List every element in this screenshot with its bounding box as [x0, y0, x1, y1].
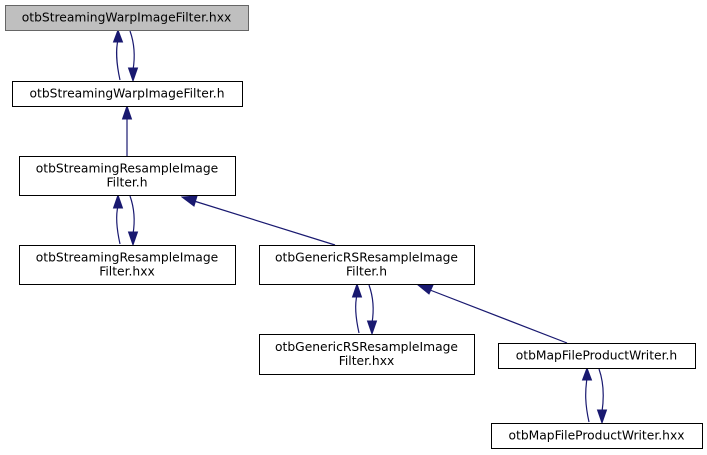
node-box[interactable] — [491, 423, 703, 449]
node-label: Filter.hxx — [99, 265, 155, 279]
node-label: otbStreamingWarpImageFilter.hxx — [22, 11, 232, 25]
arrowhead-icon — [180, 195, 198, 207]
edge-n1-to-n2 — [127, 30, 139, 83]
edge-line — [116, 39, 121, 81]
graph-node-otbstreamingwarpimagefilter-hxx[interactable]: otbStreamingWarpImageFilter.hxx — [5, 5, 249, 31]
edge-n3-to-n2 — [121, 104, 133, 156]
node-label: otbGenericRSResampleImage — [275, 340, 458, 354]
arrowhead-icon — [127, 231, 139, 247]
edge-n4-to-n3 — [112, 193, 124, 245]
arrowhead-icon — [351, 282, 363, 298]
node-label: otbStreamingResampleImage — [36, 251, 218, 265]
edge-n8-to-n7 — [581, 366, 593, 423]
node-box[interactable] — [259, 334, 475, 375]
edge-line — [585, 377, 590, 423]
node-label: otbGenericRSResampleImage — [275, 251, 458, 265]
edge-n7-to-n8 — [596, 368, 608, 425]
edge-line — [116, 205, 121, 245]
arrowhead-icon — [112, 193, 124, 209]
node-label: otbStreamingResampleImage — [36, 162, 218, 176]
node-box[interactable] — [259, 245, 475, 285]
arrowhead-icon — [121, 104, 133, 120]
edge-line — [129, 195, 135, 235]
node-label: Filter.hxx — [339, 354, 395, 368]
edge-n5-to-n6 — [366, 284, 378, 336]
node-label: Filter.h — [346, 265, 387, 279]
node-label: otbMapFileProductWriter.hxx — [508, 429, 684, 443]
edge-line — [598, 368, 604, 413]
node-box[interactable] — [12, 81, 243, 107]
graph-node-otbmapfileproductwriter-h[interactable]: otbMapFileProductWriter.h — [498, 343, 696, 369]
arrowhead-icon — [416, 284, 434, 295]
node-label: Filter.h — [106, 176, 147, 190]
edges-layer — [112, 28, 608, 425]
node-box[interactable] — [19, 245, 236, 285]
edge-n5-to-n3 — [180, 195, 336, 246]
arrowhead-icon — [366, 320, 378, 336]
nodes-layer: otbStreamingWarpImageFilter.hxx otbStream… — [5, 5, 703, 449]
arrowhead-icon — [581, 366, 593, 381]
arrowhead-icon — [112, 28, 124, 43]
node-label: otbMapFileProductWriter.h — [516, 349, 677, 363]
node-box[interactable] — [19, 156, 236, 196]
edge-n3-to-n4 — [127, 195, 139, 247]
edge-line — [129, 30, 135, 71]
arrowhead-icon — [127, 67, 139, 83]
edge-line — [193, 200, 336, 246]
edge-line — [429, 289, 568, 344]
edge-n6-to-n5 — [351, 282, 363, 334]
edge-line — [355, 294, 360, 334]
node-box[interactable] — [5, 5, 249, 31]
node-box[interactable] — [498, 343, 696, 369]
edge-line — [368, 284, 374, 324]
arrowhead-icon — [596, 409, 608, 425]
node-label: otbStreamingWarpImageFilter.h — [30, 87, 225, 101]
graph-node-otbmapfileproductwriter-hxx[interactable]: otbMapFileProductWriter.hxx — [491, 423, 703, 449]
edge-n2-to-n1 — [112, 28, 124, 81]
graph-node-otbstreamingwarpimagefilter-h[interactable]: otbStreamingWarpImageFilter.h — [12, 81, 243, 107]
